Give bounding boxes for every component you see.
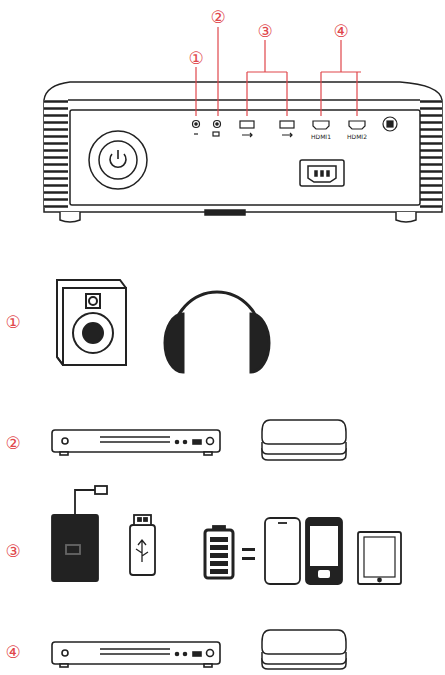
port-label: HDMI1 (310, 134, 332, 140)
callout-number: ③ (257, 23, 272, 40)
callout-leaders (196, 27, 361, 116)
port-label: HDMI2 (346, 134, 368, 140)
callout-number: ② (5, 435, 20, 452)
callout-number: ② (210, 9, 225, 26)
media-box-icon (262, 420, 346, 460)
callout-number: ④ (333, 23, 348, 40)
media-box-icon-2 (262, 630, 346, 669)
callout-number: ① (188, 50, 203, 67)
projector-body (44, 82, 442, 222)
speaker-icon (57, 280, 126, 365)
dvd-player-icon-2 (52, 642, 220, 667)
dvd-player-icon (52, 430, 220, 455)
usb-devices-icons (52, 486, 401, 584)
callout-number: ③ (5, 543, 20, 560)
callout-number: ④ (5, 644, 20, 661)
headphones-icon (165, 292, 269, 372)
callout-number: ① (5, 314, 20, 331)
